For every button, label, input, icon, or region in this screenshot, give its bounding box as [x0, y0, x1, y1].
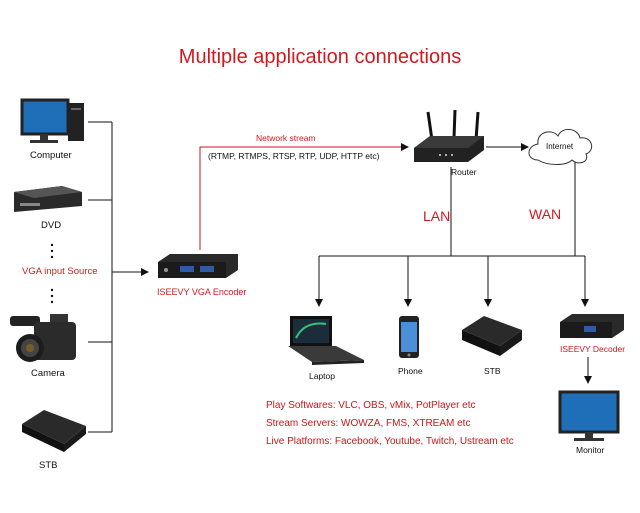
label-encoder: ISEEVY VGA Encoder [157, 287, 247, 297]
ellipsis-dots [50, 243, 54, 304]
label-decoder: ISEEVY Decoder [560, 344, 626, 354]
diagram-title: Multiple application connections [178, 46, 462, 68]
router-icon [414, 109, 484, 162]
label-wan: WAN [529, 206, 562, 222]
label-network-stream: Network stream [256, 133, 316, 143]
label-dvd: DVD [41, 220, 62, 231]
stb-source-icon [22, 410, 86, 452]
label-computer: Computer [30, 150, 72, 161]
source-connector-lines [88, 121, 149, 433]
label-camera: Camera [31, 368, 65, 379]
stb-endpoint-icon [462, 316, 522, 356]
label-laptop: Laptop [309, 371, 335, 381]
lan-wan-lines [315, 160, 592, 384]
label-phone: Phone [398, 366, 423, 376]
phone-icon [399, 316, 419, 358]
dvd-player-icon [14, 186, 82, 212]
label-stb-endpoint: STB [484, 366, 501, 376]
computer-icon [20, 98, 84, 143]
label-vga-input-source: VGA input Source [22, 266, 98, 277]
info-live-platforms: Live Platforms: Facebook, Youtube, Twitc… [266, 436, 514, 447]
label-internet: Internet [546, 142, 574, 151]
label-stb-source: STB [39, 460, 58, 471]
label-lan: LAN [423, 208, 451, 224]
info-play-softwares: Play Softwares: VLC, OBS, vMix, PotPlaye… [266, 400, 476, 411]
label-protocols: (RTMP, RTMPS, RTSP, RTP, UDP, HTTP etc) [208, 151, 380, 161]
laptop-icon [288, 316, 364, 365]
label-monitor: Monitor [576, 445, 605, 455]
camera-icon [10, 314, 76, 362]
network-stream-line [199, 143, 409, 250]
encoder-device-icon [158, 254, 238, 278]
internet-cloud-icon [528, 129, 593, 165]
info-stream-servers: Stream Servers: WOWZA, FMS, XTREAM etc [266, 418, 471, 429]
monitor-icon [558, 390, 620, 441]
decoder-device-icon [560, 314, 624, 338]
label-router: Router [451, 167, 477, 177]
